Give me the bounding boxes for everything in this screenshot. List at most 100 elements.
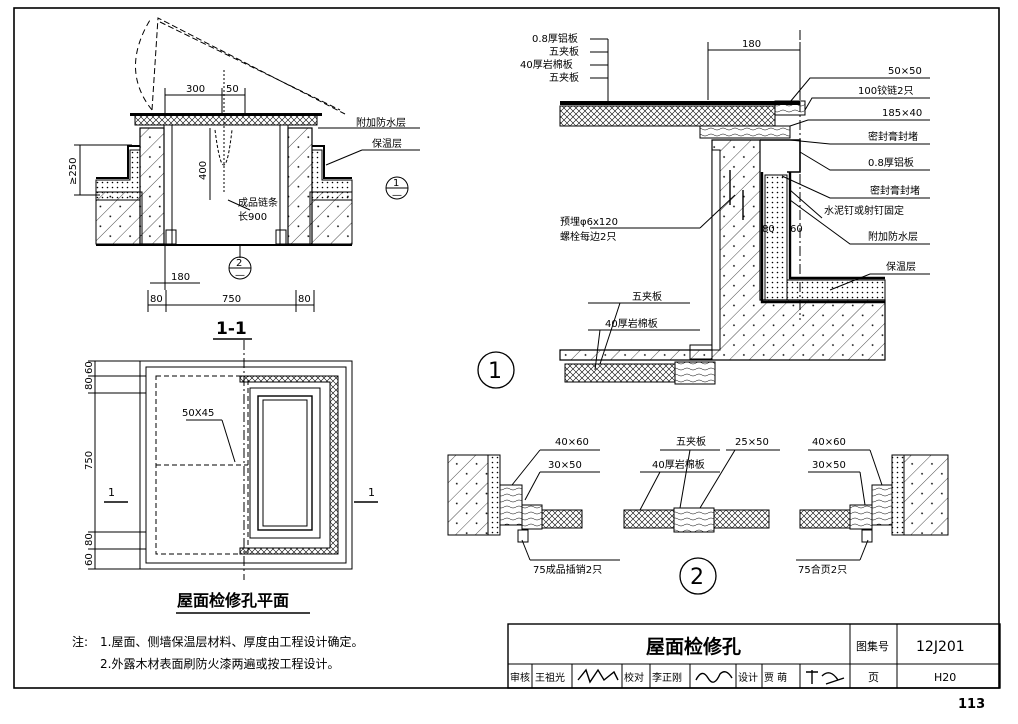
dim-80-right: 80 (298, 294, 311, 305)
dim-300: 300 (186, 84, 205, 95)
designer-label: 设计 (738, 671, 758, 684)
insulation-label: 保温层 (372, 137, 402, 150)
detail1-number-circle (477, 351, 515, 389)
detail1-dim-180: 180 (742, 39, 761, 50)
chain (214, 129, 233, 166)
detail2-right-wall (903, 454, 949, 536)
sheet-border (13, 7, 1000, 689)
dim-750: 750 (222, 294, 241, 305)
tag-2-sheet: — (235, 270, 245, 281)
designer-signature (806, 670, 845, 685)
detail1-right-label-2: 185×40 (882, 108, 922, 119)
reviewer-label: 审核 (510, 671, 530, 684)
plan-lid-outline (155, 375, 249, 555)
reviewer-signature (577, 668, 619, 684)
cut-mark-right: 1 (368, 486, 375, 499)
upstand-wall-left (139, 127, 165, 245)
bolt-label-2: 螺栓每边2只 (560, 230, 616, 243)
detail1-right-label-8: 保温层 (886, 260, 916, 273)
detail1-right-label-5: 密封膏封堵 (870, 184, 920, 197)
detail1-right-label-3: 密封膏封堵 (868, 130, 918, 143)
detail1-80: 80 (762, 224, 775, 235)
page-number: H20 (934, 671, 956, 684)
title-block: 屋面检修孔 图集号 12J201 页 H20 审核 王祖光 校对 李正刚 设计 … (507, 623, 1001, 689)
detail1-left-label-2: 40厚岩棉板 (520, 58, 573, 71)
d2-right-b: 30×50 (812, 460, 846, 471)
plan-curb (239, 375, 339, 555)
detail-1: 180 0.8厚铝板 五夹板 40厚岩棉板 五夹板 50×50 100铰链2只 … (477, 30, 930, 389)
detail2-left-panel (541, 509, 583, 529)
detail1-right-label-7: 附加防水层 (868, 230, 918, 243)
detail1-rockwool-label: 40厚岩棉板 (605, 317, 658, 330)
atlas-number: 12J201 (916, 639, 965, 655)
bolt-label-1: 预埋φ6x120 (560, 216, 618, 228)
atlas-label: 图集号 (856, 639, 889, 653)
d2-right-a: 40×60 (812, 437, 846, 448)
waterproof-label: 附加防水层 (356, 116, 406, 129)
detail1-left-label-1: 五夹板 (549, 45, 579, 58)
plan-dim-80-top: 80 (84, 377, 95, 390)
d2-mid-b: 25×50 (735, 437, 769, 448)
plan-dim-60-top: 60 (84, 361, 95, 374)
detail1-curb (559, 139, 886, 361)
reviewer-name: 王祖光 (535, 671, 565, 684)
plan-dim-60-bottom: 60 (84, 553, 95, 566)
title-block-title: 屋面检修孔 (646, 635, 741, 658)
plan-dim-750: 750 (84, 451, 95, 470)
tag-2-number: 2 (236, 258, 242, 269)
detail1-right-label-6: 水泥钉或射钉固定 (824, 204, 904, 217)
dim-180: 180 (171, 272, 190, 283)
detail1-left-label-0: 0.8厚铝板 (532, 32, 578, 45)
checker-signature (695, 671, 733, 683)
detail1-number: 1 (488, 359, 502, 384)
roof-slab-right (309, 191, 353, 245)
dim-80-left: 80 (150, 294, 163, 305)
detail1-right-label-1: 100铰链2只 (858, 84, 913, 97)
sheet-number: 113 (958, 697, 985, 712)
d2-left-b: 30×50 (548, 460, 582, 471)
upstand-wall-right (287, 127, 313, 245)
checker-label: 校对 (624, 671, 644, 684)
detail1-right-labels: 50×50 100铰链2只 185×40 密封膏封堵 0.8厚铝板 密封膏封堵 … (824, 66, 922, 273)
detail1-right-label-0: 50×50 (888, 66, 922, 77)
notes: 注: 1.屋面、侧墙保温层材料、厚度由工程设计确定。 2.外露木材表面刷防火漆两… (72, 634, 363, 671)
detail1-insulation-roof (786, 279, 886, 301)
detail1-lower-panel (564, 363, 676, 383)
dim-250: ≥250 (68, 158, 79, 185)
hatch-lid (134, 114, 318, 126)
designer-name: 贾 萌 (764, 671, 787, 684)
d2-right-c: 75合页2只 (798, 563, 847, 576)
detail2-number-circle (679, 557, 717, 595)
tag-1-sheet: — (392, 190, 402, 201)
dim-400: 400 (198, 161, 209, 180)
dim-50: 50 (226, 84, 239, 95)
note-1: 1.屋面、侧墙保温层材料、厚度由工程设计确定。 (100, 634, 363, 649)
d2-mid-a: 五夹板 (676, 435, 706, 448)
plan-dim-80-bottom: 80 (84, 533, 95, 546)
detail1-right-label-4: 0.8厚铝板 (868, 156, 914, 169)
plan-view: 50X45 1 1 60 80 750 80 60 屋面检修孔平面 (84, 340, 378, 614)
detail1-insulation-vert (764, 174, 788, 301)
detail1-60: 60 (790, 224, 803, 235)
detail-2: 40×60 30×50 75成品插销2只 五夹板 25×50 40厚岩棉板 40… (447, 435, 949, 595)
tag-1-number: 1 (393, 178, 399, 189)
section-title: 1-1 (216, 319, 247, 339)
chain-label: 成品链条 (238, 196, 278, 209)
cut-mark-left: 1 (108, 486, 115, 499)
note-2: 2.外露木材表面刷防火漆两遍或按工程设计。 (100, 656, 339, 671)
detail1-plywood-label: 五夹板 (632, 290, 662, 303)
d2-left-a: 40×60 (555, 437, 589, 448)
chain-length: 长900 (238, 211, 267, 223)
detail1-left-label-3: 五夹板 (549, 71, 579, 84)
plan-title: 屋面检修孔平面 (177, 591, 289, 610)
section-1-1: 300 50 400 ≥250 成品链条 长900 附加防水层 保温层 1 — … (68, 17, 420, 340)
detail2-mid-panel (623, 509, 675, 529)
bead-size-label: 50X45 (182, 408, 214, 419)
detail1-lid (559, 105, 776, 127)
notes-prefix: 注: (72, 634, 88, 649)
checker-name: 李正刚 (652, 671, 682, 684)
lid-open-position (151, 17, 346, 115)
detail2-number: 2 (690, 565, 704, 590)
page-label: 页 (868, 671, 879, 684)
